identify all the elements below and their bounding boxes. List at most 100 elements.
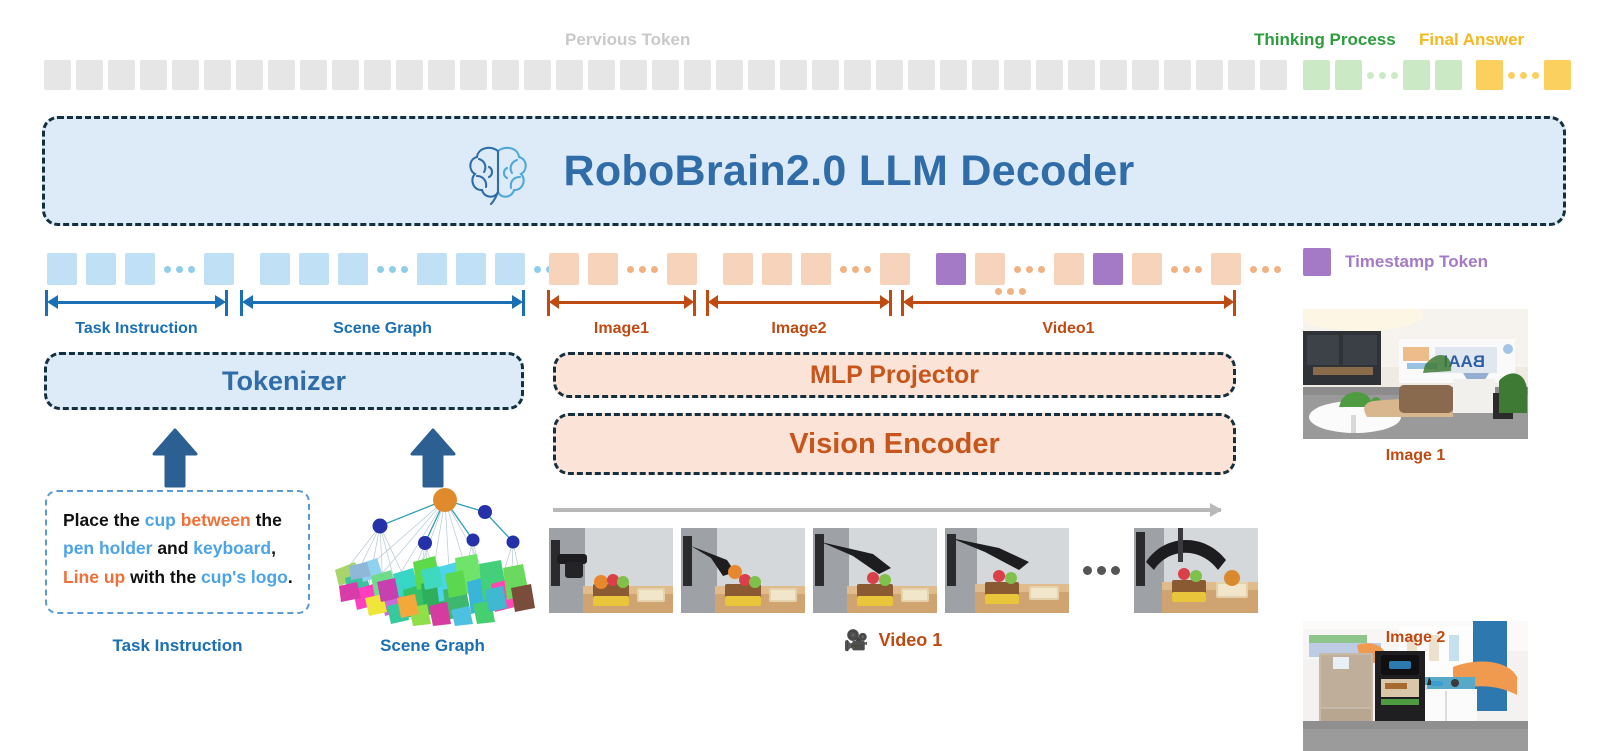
- image-1-thumbnail[interactable]: BAAI: [1303, 309, 1528, 439]
- brain-icon: [465, 143, 531, 210]
- image-2-caption: Image 2: [1385, 629, 1446, 646]
- video-caption-row: 🎥 Video 1: [549, 630, 1237, 651]
- previous-token: [108, 60, 135, 90]
- previous-token: [332, 60, 359, 90]
- previous-token: [428, 60, 455, 90]
- svg-text:BAAI: BAAI: [1443, 352, 1485, 371]
- previous-token: [172, 60, 199, 90]
- previous-token: [364, 60, 391, 90]
- top-token-strip: [44, 60, 1571, 90]
- previous-token: [908, 60, 935, 90]
- scene-graph-up-arrow: [410, 428, 456, 493]
- instruction-line-1: Place the cup between the: [63, 510, 282, 530]
- tokenizer-label: Tokenizer: [221, 365, 347, 396]
- movie-camera-icon: 🎥: [843, 629, 869, 652]
- mlp-projector-box: MLP Projector: [553, 352, 1236, 398]
- previous-token: [876, 60, 903, 90]
- previous-token: [1004, 60, 1031, 90]
- task-instruction-span-label: Task Instruction: [75, 320, 198, 337]
- scene-graph-visual: [325, 478, 540, 628]
- vision-encoder-box: Vision Encoder: [553, 413, 1236, 475]
- image1-token: [588, 253, 618, 285]
- thinking-token-ellipsis: [1367, 71, 1398, 79]
- final-answer-ellipsis: [1508, 71, 1539, 79]
- vision-encoder-label: Vision Encoder: [789, 427, 1000, 460]
- task-instruction-caption: Task Instruction: [112, 636, 243, 655]
- timestamp-legend-swatch: [1303, 248, 1331, 276]
- previous-token: [844, 60, 871, 90]
- task-instruction-token: [47, 253, 77, 285]
- previous-token: [588, 60, 615, 90]
- task-instruction-up-arrow: [152, 428, 198, 493]
- video1-ellipsis: [1014, 265, 1045, 273]
- task-instruction-card[interactable]: Place the cup between the pen holder and…: [45, 490, 310, 614]
- thinking-process-label: Thinking Process: [1254, 30, 1396, 49]
- previous-token: [140, 60, 167, 90]
- image1-span: Image1: [547, 290, 696, 337]
- video-frame[interactable]: [813, 528, 937, 613]
- image2-span: Image2: [706, 290, 892, 337]
- image1-span-label: Image1: [593, 320, 650, 337]
- image2-token: [801, 253, 831, 285]
- video-frame[interactable]: [1134, 528, 1258, 613]
- previous-token: [940, 60, 967, 90]
- video1-span: Video1: [901, 290, 1236, 337]
- video1-token: [1132, 253, 1162, 285]
- video-frame-strip: [549, 528, 1258, 613]
- previous-token: [1100, 60, 1127, 90]
- task-instruction-token: [204, 253, 234, 285]
- previous-token-label: Pervious Token: [565, 30, 691, 49]
- image2-span-label: Image2: [771, 320, 827, 337]
- previous-token: [684, 60, 711, 90]
- previous-token: [204, 60, 231, 90]
- previous-token: [716, 60, 743, 90]
- video1-ellipsis: [1171, 265, 1202, 273]
- previous-token: [76, 60, 103, 90]
- image-1-caption: Image 1: [1385, 447, 1446, 464]
- thinking-token: [1435, 60, 1462, 90]
- video-timeline-arrow: [553, 503, 1222, 517]
- previous-token: [1196, 60, 1223, 90]
- video-frame[interactable]: [945, 528, 1069, 613]
- final-answer-label: Final Answer: [1419, 30, 1525, 49]
- vision-embedding-tokens: [549, 253, 1281, 285]
- timestamp-legend: Timestamp Token: [1303, 248, 1488, 276]
- image1-token: [549, 253, 579, 285]
- task-instruction-ellipsis: [164, 265, 195, 273]
- scene-graph-caption: Scene Graph: [380, 636, 485, 655]
- previous-token: [1260, 60, 1287, 90]
- image2-token: [762, 253, 792, 285]
- image1-ellipsis: [627, 265, 658, 273]
- timestamp-legend-label: Timestamp Token: [1345, 252, 1488, 271]
- previous-token: [236, 60, 263, 90]
- previous-token: [396, 60, 423, 90]
- video-frame[interactable]: [549, 528, 673, 613]
- scene-graph-token: [338, 253, 368, 285]
- video1-ellipsis: [1250, 265, 1281, 273]
- previous-token: [972, 60, 999, 90]
- mlp-projector-label: MLP Projector: [809, 360, 980, 389]
- scene-graph-token: [495, 253, 525, 285]
- scene-graph-token: [417, 253, 447, 285]
- text-embedding-tokens: [47, 253, 565, 285]
- scene-graph-token: [260, 253, 290, 285]
- thinking-token: [1403, 60, 1430, 90]
- final-answer-token: [1544, 60, 1571, 90]
- scene-graph-token: [299, 253, 329, 285]
- scene-graph-ellipsis: [377, 265, 408, 273]
- scene-graph-span: Scene Graph: [240, 290, 525, 337]
- scene-graph-span-label: Scene Graph: [333, 320, 432, 337]
- tokenizer-box: Tokenizer: [44, 352, 524, 410]
- task-instruction-span: Task Instruction: [45, 290, 228, 337]
- timestamp-token: [936, 253, 966, 285]
- previous-token: [1036, 60, 1063, 90]
- previous-token: [748, 60, 775, 90]
- video1-wrap-ellipsis: [995, 288, 1026, 295]
- video-frame[interactable]: [681, 528, 805, 613]
- image2-token: [723, 253, 753, 285]
- final-answer-token: [1476, 60, 1503, 90]
- previous-token: [524, 60, 551, 90]
- previous-token: [812, 60, 839, 90]
- video1-token: [1211, 253, 1241, 285]
- previous-token: [1132, 60, 1159, 90]
